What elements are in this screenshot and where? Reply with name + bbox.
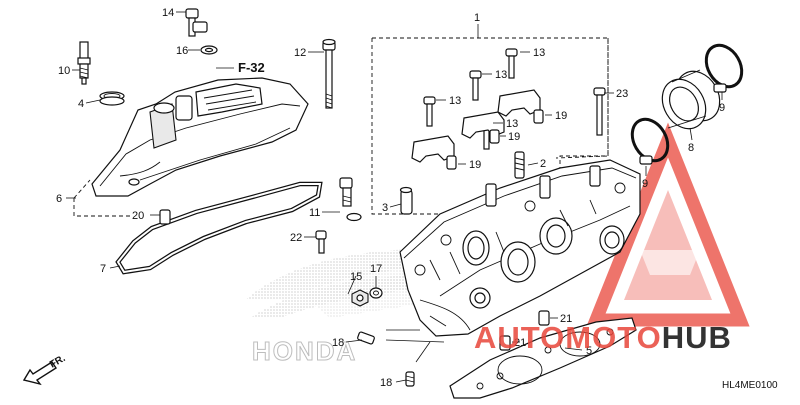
callout-17: 17	[370, 263, 382, 275]
bolt-22	[315, 230, 327, 254]
dowel-20	[159, 209, 171, 225]
svg-text:AUTOMOTOHUB: AUTOMOTOHUB	[474, 320, 732, 355]
callout-8: 8	[688, 142, 694, 154]
head-gasket-5	[449, 317, 637, 399]
honda-logo-text: HONDA	[252, 336, 357, 366]
bolt-23	[593, 87, 606, 136]
clamp-9-upper	[704, 43, 744, 93]
callout-13-b: 13	[495, 69, 507, 81]
callout-9-lower: 9	[642, 178, 648, 190]
callout-16: 16	[176, 45, 188, 57]
callout-2: 2	[540, 158, 546, 170]
callout-20: 20	[132, 210, 144, 222]
assembly-frame	[372, 37, 609, 170]
callout-18-a: 18	[332, 337, 344, 349]
seal-4	[99, 91, 125, 106]
callout-13-a: 13	[533, 47, 545, 59]
callout-21-a: 21	[560, 313, 572, 325]
callout-14: 14	[162, 7, 174, 19]
callout-19-a: 19	[555, 110, 567, 122]
callout-18-b: 18	[380, 377, 392, 389]
callout-6: 6	[56, 193, 62, 205]
callout-22: 22	[290, 232, 302, 244]
bolt-12	[322, 38, 336, 109]
spark-plug-10	[77, 41, 91, 85]
clamp-9-lower	[630, 117, 670, 165]
callout-4: 4	[78, 98, 84, 110]
dowels-19	[446, 109, 544, 170]
leader-lines	[72, 11, 723, 383]
callout-1: 1	[474, 12, 480, 24]
nut-15	[351, 289, 369, 307]
callout-21-b: 21	[514, 337, 526, 349]
callout-15: 15	[350, 271, 362, 283]
watermark-word-auto: AUTO	[474, 320, 565, 355]
washer-17	[369, 287, 383, 299]
camshaft-holders	[411, 89, 541, 163]
pin-2	[514, 151, 525, 179]
callout-5: 5	[586, 345, 592, 357]
callout-11: 11	[309, 207, 320, 219]
direction-label: FR.	[48, 353, 68, 371]
callout-23: 23	[616, 88, 628, 100]
callout-10: 10	[58, 65, 70, 77]
washer-16	[200, 45, 218, 55]
callout-19-c: 19	[469, 159, 481, 171]
callout-9-upper: 9	[719, 102, 725, 114]
callout-13-c: 13	[449, 95, 461, 107]
sensor-11	[339, 177, 362, 222]
callout-12: 12	[294, 47, 306, 59]
cylinder-head-cover-6	[91, 77, 309, 197]
cylinder-head-1	[399, 159, 641, 337]
section-ref-label: F-32	[238, 60, 265, 75]
watermark-brand-text: AUTOMOTOHUB	[474, 320, 732, 355]
dowels-21	[499, 310, 550, 351]
callout-19-b: 19	[508, 131, 520, 143]
insulator-8	[661, 69, 721, 130]
callout-13-d: 13	[506, 118, 518, 130]
studs-18	[357, 331, 415, 387]
watermark-word-hub: HUB	[662, 320, 732, 355]
watermark-word-moto: MOTO	[565, 320, 661, 355]
gasket-7	[115, 181, 323, 275]
bolt-14	[185, 8, 208, 37]
dowel-3	[399, 186, 413, 215]
callout-7: 7	[100, 263, 106, 275]
callout-3: 3	[382, 202, 388, 214]
front-direction-arrow: FR.	[22, 353, 68, 386]
diagram-code: HL4ME0100	[722, 380, 778, 391]
